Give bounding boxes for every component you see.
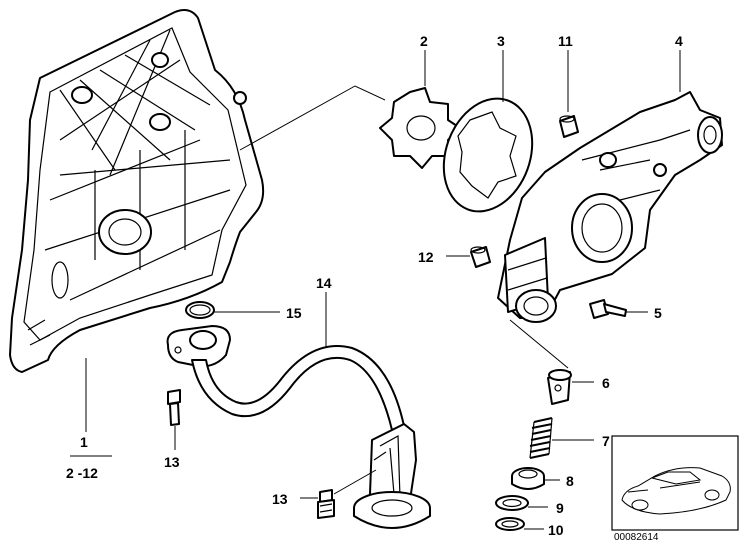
o-ring	[185, 301, 215, 319]
callout-9: 9	[556, 500, 564, 516]
car-silhouette	[621, 467, 731, 515]
washer	[495, 495, 529, 511]
callout-4: 4	[675, 33, 683, 49]
callout-12: 12	[418, 249, 434, 265]
inner-rotor	[379, 87, 461, 169]
callout-1-range: 2 -12	[66, 465, 98, 481]
timing-case-cover	[9, 9, 265, 373]
dowel-sleeve-lower	[470, 246, 491, 268]
pipe-bolt-upper	[167, 389, 181, 426]
callout-6: 6	[602, 375, 610, 391]
callout-8: 8	[566, 473, 574, 489]
callout-13-upper: 13	[164, 454, 180, 470]
callout-10: 10	[548, 522, 564, 538]
outer-rotor	[442, 97, 534, 213]
callout-3: 3	[497, 33, 505, 49]
dowel-sleeve-upper	[559, 115, 579, 138]
circlip	[495, 517, 525, 531]
callout-2: 2	[420, 33, 428, 49]
pipe-bolt-lower	[317, 489, 335, 519]
valve-spring	[529, 417, 553, 459]
callout-5: 5	[654, 305, 662, 321]
callout-13-lower: 13	[272, 491, 288, 507]
valve-plug	[511, 467, 545, 490]
relief-valve-piston	[547, 369, 572, 405]
vehicle-reference-box: 00082614	[611, 435, 739, 543]
oil-pump-housing	[497, 91, 723, 323]
callout-15: 15	[286, 305, 302, 321]
diagram-reference-code: 00082614	[614, 532, 659, 543]
oil-suction-pipe	[166, 325, 431, 529]
callout-1: 1	[80, 434, 88, 450]
pump-bolt	[589, 299, 627, 319]
callout-7: 7	[602, 433, 610, 449]
callout-11: 11	[558, 33, 573, 49]
callout-14: 14	[316, 275, 332, 291]
